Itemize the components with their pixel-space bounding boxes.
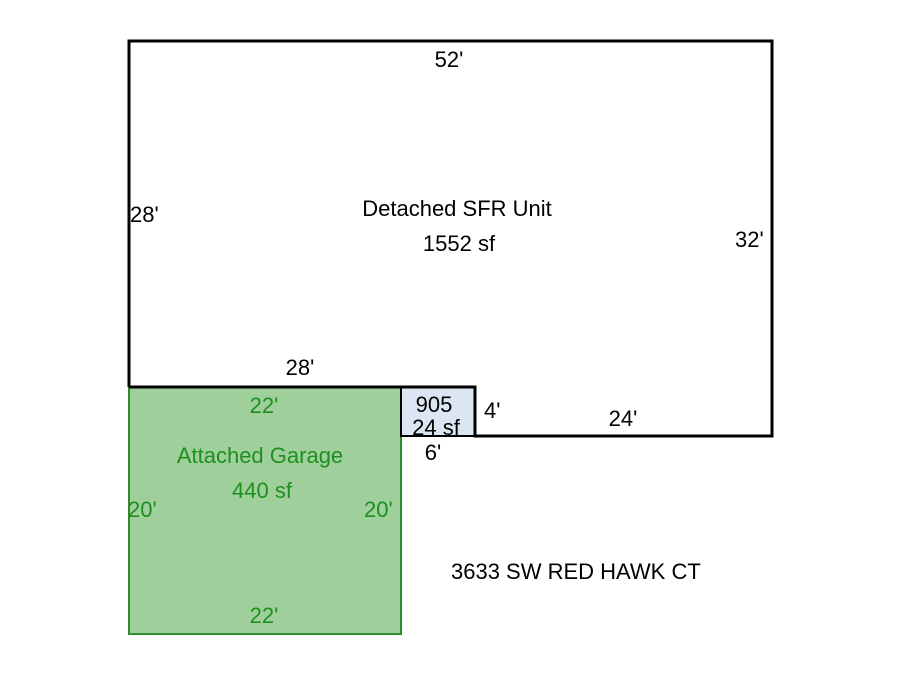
small-area-code: 905: [415, 392, 453, 417]
small-area-bottom-dimension: 6': [424, 440, 442, 465]
house-area: 1552 sf: [422, 231, 496, 256]
garage-right-dimension: 20': [364, 497, 393, 522]
house-left-dimension: 28': [130, 202, 159, 227]
house-top-dimension: 52': [434, 47, 464, 72]
small-area-size: 24 sf: [412, 415, 460, 440]
house-inner-bottom-dimension: 28': [285, 355, 315, 380]
garage-name: Attached Garage: [176, 443, 344, 468]
garage-left-dimension: 20': [128, 497, 157, 522]
house-right-bottom-dimension: 24': [608, 406, 638, 431]
garage-area: 440 sf: [232, 478, 292, 503]
house-name: Detached SFR Unit: [362, 196, 552, 221]
garage-top-dimension: 22': [249, 393, 279, 418]
house-outline: [127, 39, 774, 438]
garage-bottom-dimension: 22': [249, 603, 279, 628]
property-address: 3633 SW RED HAWK CT: [451, 559, 701, 584]
garage-area: [128, 386, 402, 635]
house-right-dimension: 32': [735, 227, 764, 252]
house-step-dimension: 4': [484, 398, 501, 423]
small-area: [400, 386, 476, 437]
